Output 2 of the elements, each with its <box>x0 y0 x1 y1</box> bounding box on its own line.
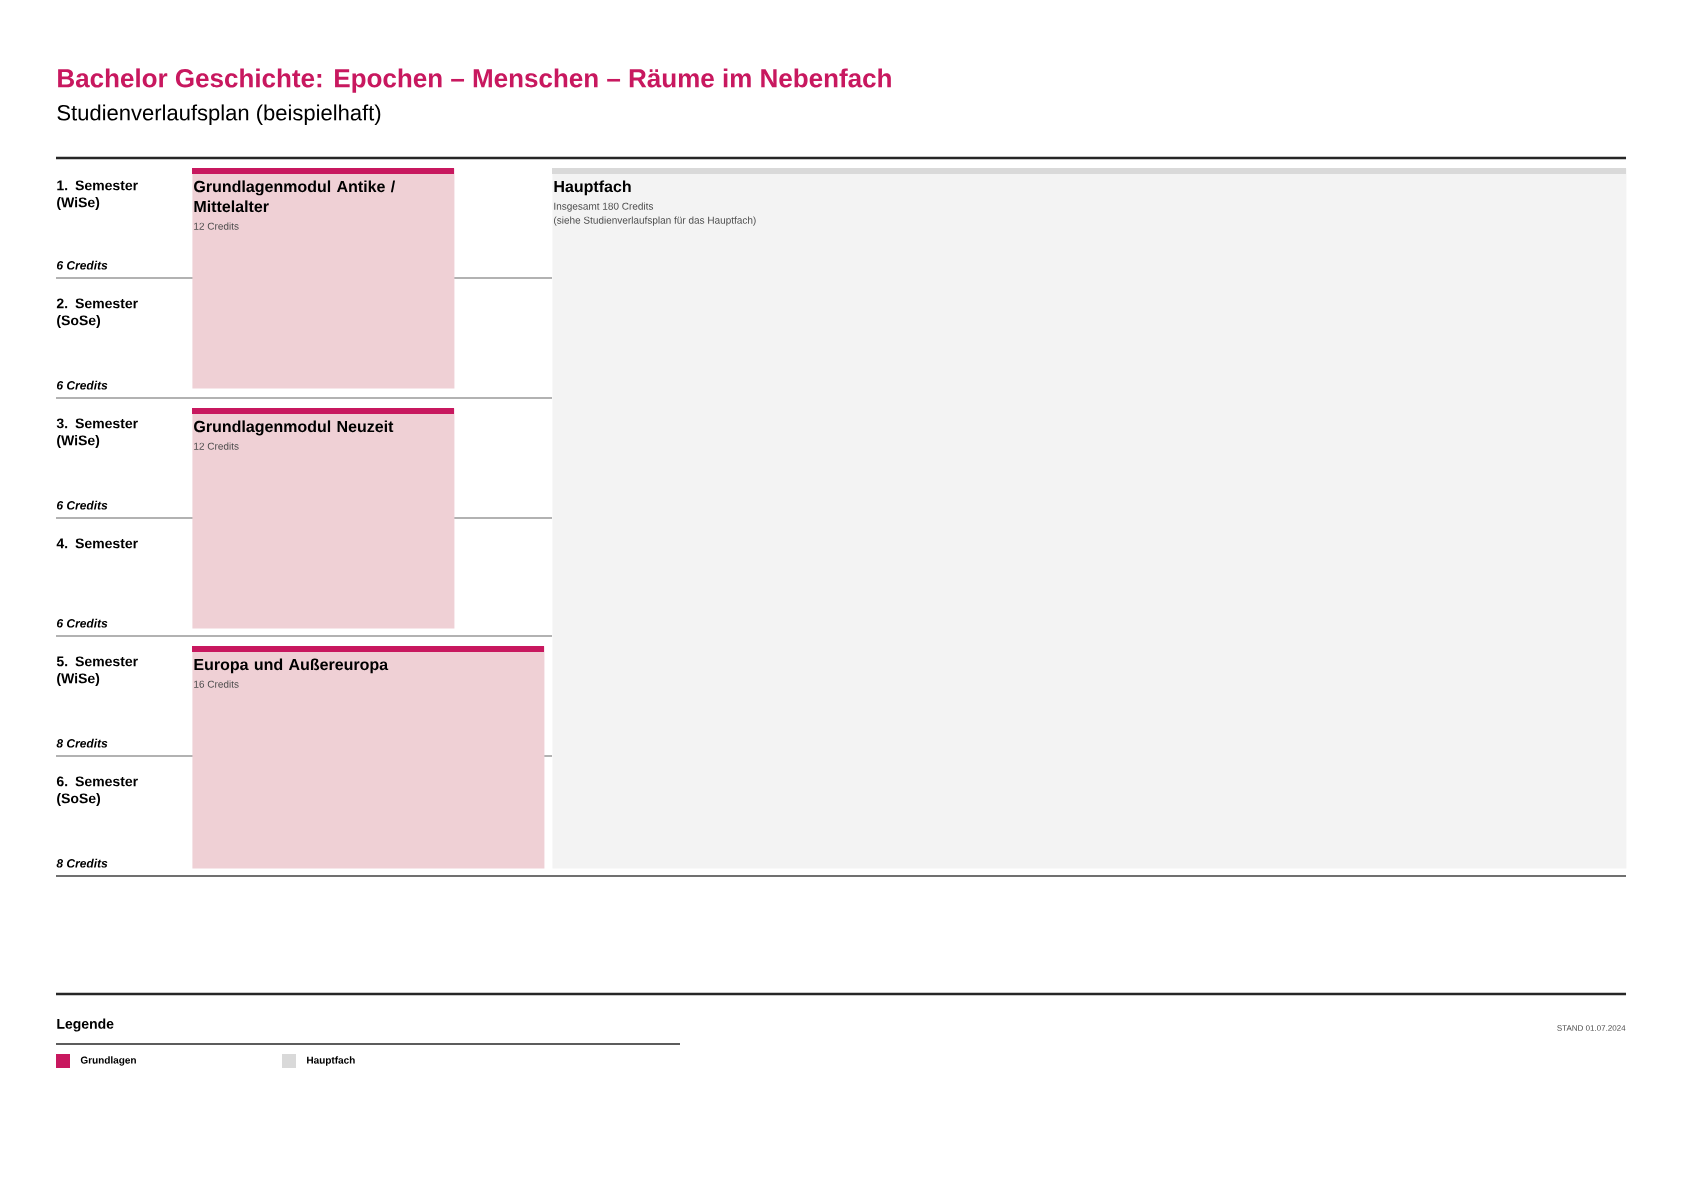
subtitle: Studienverlaufsplan (beispielhaft) <box>57 104 381 125</box>
title: Bachelor Geschichte: Epochen – Menschen – Räume im Nebenfach <box>58 68 891 93</box>
